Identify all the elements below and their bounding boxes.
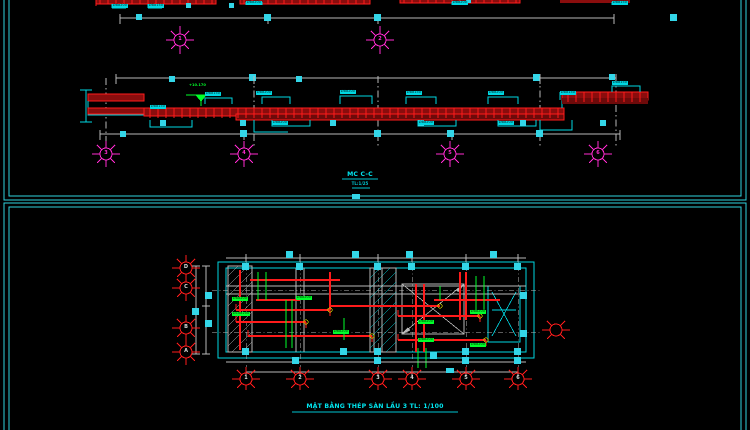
rebar-tag: Ø8a200 xyxy=(488,90,504,96)
rebar-tag: Ø8a200 xyxy=(452,0,468,6)
rebar-tag: Ø8a150 xyxy=(612,80,628,86)
grid-bubble-label: 1 xyxy=(244,375,248,381)
rebar-tag: Ø8a200 xyxy=(418,319,434,325)
grid-bubbles-section-lower xyxy=(92,141,612,167)
rebar-tag: Ø8a150 xyxy=(612,0,628,6)
grid-bubble-label: 3 xyxy=(104,150,108,156)
rebar-tag: Ø8a200 xyxy=(256,90,272,96)
rebar-tag: Ø8a150 xyxy=(150,104,166,110)
rebar-tag: Ø8a200 xyxy=(470,342,486,348)
rebar-tag: Ø8a200 xyxy=(470,309,486,315)
section-title: MC C-C xyxy=(347,171,373,178)
grid-bubble-label: D xyxy=(183,264,189,270)
sheet-border xyxy=(3,0,747,430)
rebar-tag: Ø8a200 xyxy=(418,120,434,126)
rebar-tag: Ø8a150 xyxy=(406,90,422,96)
rebar-tag: Ø8a200 xyxy=(232,296,248,302)
grid-bubble-label: C xyxy=(184,284,188,290)
section-top-partial xyxy=(95,0,677,24)
grid-bubble-plan-right xyxy=(542,320,570,340)
rebar-tag: Ø10a200 xyxy=(232,311,251,317)
rebar-tag: Ø8a200 xyxy=(296,295,312,301)
rebar-tag: Ø8a150 xyxy=(205,91,221,97)
grid-bubble-label: 6 xyxy=(596,150,600,156)
elevation-marker xyxy=(186,94,218,106)
grid-bubble-label: 5 xyxy=(464,375,468,381)
grid-bubble-label: 4 xyxy=(410,375,414,381)
grid-bubble-label: 3 xyxy=(376,375,380,381)
rebar-tag: Ø8a200 xyxy=(112,3,128,9)
grid-bubbles-section-upper xyxy=(166,26,394,54)
rebar-tag: Ø8a150 xyxy=(148,3,164,9)
grid-bubbles-plan-bottom xyxy=(232,367,532,390)
grid-bubble-label: A xyxy=(184,348,188,354)
grid-bubble-label: 5 xyxy=(448,150,452,156)
rebar-tag: Ø8a200 xyxy=(340,89,356,95)
grid-bubbles-plan-left xyxy=(172,255,200,365)
grid-bubble-label: 2 xyxy=(298,375,302,381)
grid-bubble-label: 1 xyxy=(178,36,182,42)
slab-opening xyxy=(401,283,465,335)
plan-title: MẶT BẰNG THÉP SÀN LẦU 3 TL: 1/100 xyxy=(306,403,444,410)
section-mc-cc xyxy=(80,74,649,146)
wall-hatch-right xyxy=(369,267,397,353)
section-title-underline xyxy=(342,178,378,189)
grid-bubble-label: 2 xyxy=(378,36,382,42)
grid-bubble-label: 6 xyxy=(516,375,520,381)
rebar-tag: Ø6a200 xyxy=(333,329,349,335)
rebar-tag: Ø8a200 xyxy=(418,337,434,343)
grid-bubble-label: 4 xyxy=(242,150,246,156)
section-scale: TL:1/25 xyxy=(351,181,369,186)
rebar-tag: Ø8a200 xyxy=(498,120,514,126)
grid-bubble-label: B xyxy=(184,324,188,330)
rebar-tag: Ø8a150 xyxy=(560,90,576,96)
rebar-tag: Ø8a200 xyxy=(246,0,262,6)
stair-right xyxy=(487,285,521,343)
rebar-tag: Ø8a200 xyxy=(272,120,288,126)
